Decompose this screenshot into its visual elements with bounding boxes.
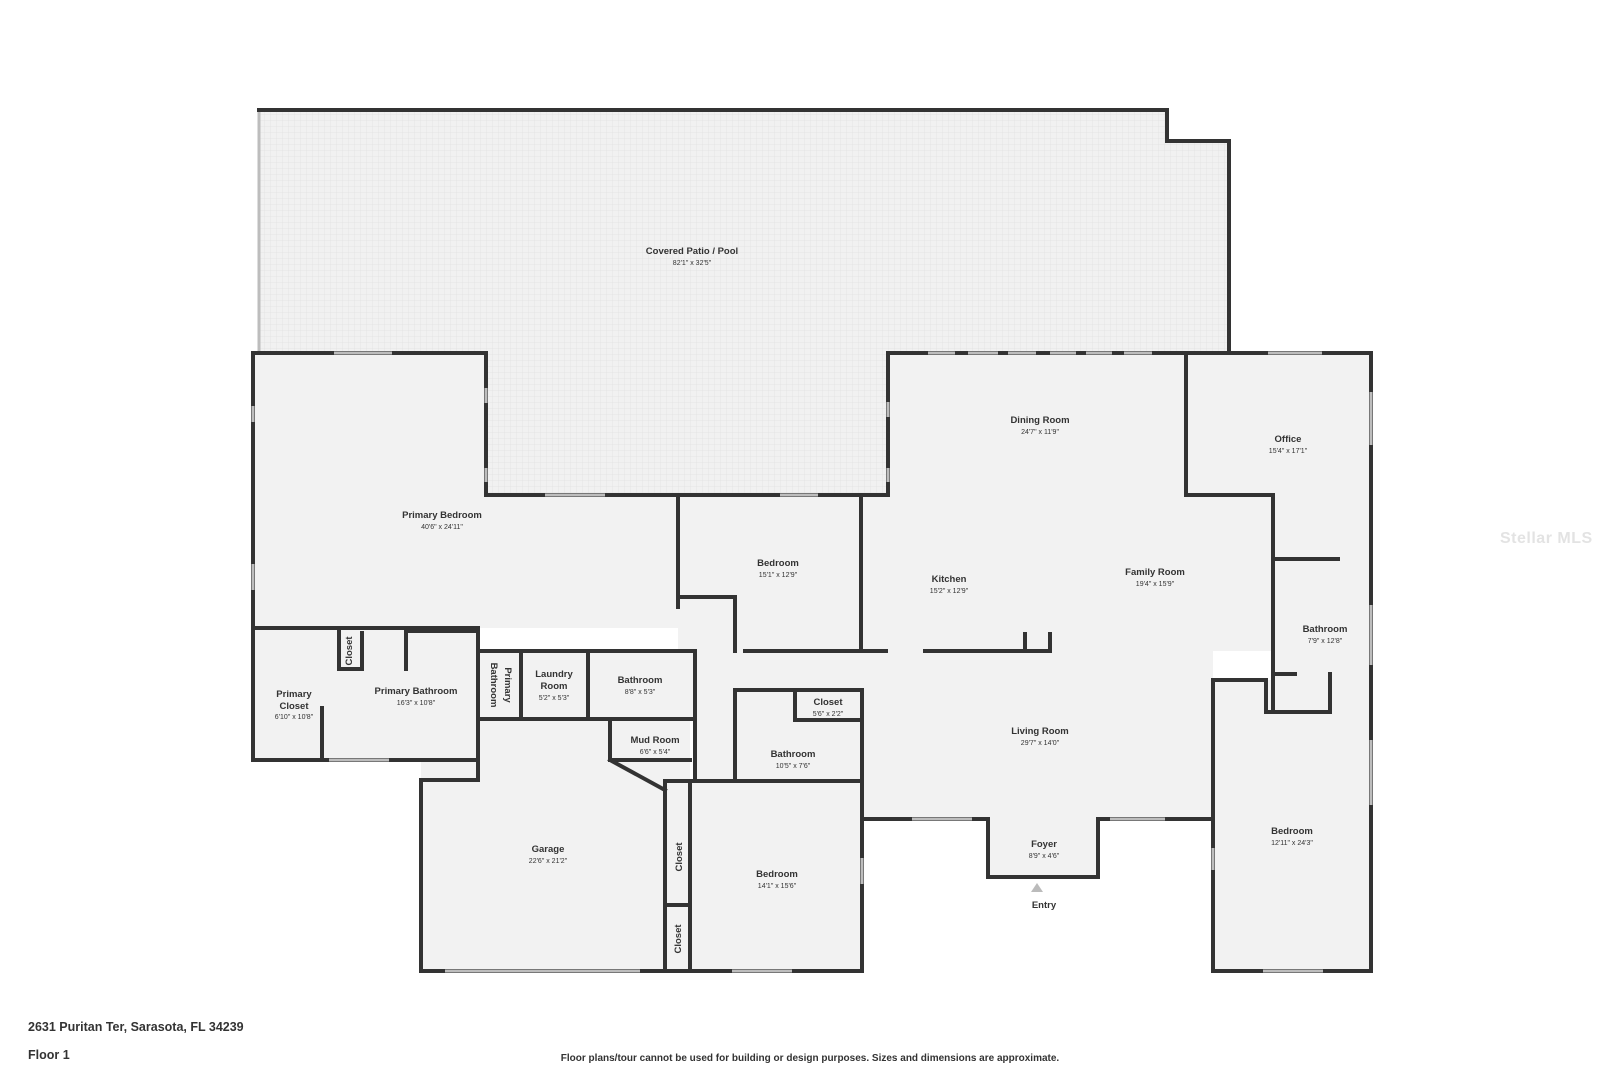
primary-bath-vertical-1: Primary (502, 667, 513, 703)
bedroom-4-dim: 12'11" x 24'3" (1271, 840, 1313, 847)
kitchen-dim: 15'2" x 12'9" (930, 588, 969, 595)
living-room-dim: 29'7" x 14'0" (1021, 740, 1060, 747)
bedroom-2-dim: 15'1" x 12'9" (759, 572, 798, 579)
primary-closet-name-2: Closet (279, 701, 309, 712)
bathroom-center-name: Bathroom (771, 749, 816, 760)
foyer-dim: 8'9" x 4'6" (1029, 853, 1060, 860)
garage-dim: 22'6" x 21'2" (529, 858, 568, 865)
office-dim: 15'4" x 17'1" (1269, 448, 1308, 455)
room-labels: Covered Patio / Pool 82'1" x 32'5" Prima… (275, 246, 1348, 954)
bedroom-2-name: Bedroom (757, 558, 799, 569)
bedroom-3-dim: 14'1" x 15'6" (758, 883, 797, 890)
entry-arrow-icon (1031, 883, 1043, 892)
bathroom-east-name: Bathroom (1303, 624, 1348, 635)
dining-room-dim: 24'7" x 11'9" (1021, 429, 1059, 436)
patio-name: Covered Patio / Pool (646, 246, 738, 257)
bedroom-3-name: Bedroom (756, 869, 798, 880)
property-address: 2631 Puritan Ter, Sarasota, FL 34239 (28, 1020, 244, 1034)
kitchen-name: Kitchen (932, 574, 967, 585)
closet-garage-2-name: Closet (673, 924, 684, 954)
dining-room-name: Dining Room (1010, 415, 1069, 426)
bathroom-mid-name: Bathroom (618, 675, 663, 686)
closet-garage-1-name: Closet (674, 842, 685, 872)
primary-bath-vertical-2: Bathroom (488, 663, 499, 708)
bathroom-center-dim: 10'5" x 7'6" (776, 763, 811, 770)
mud-room-dim: 6'6" x 5'4" (640, 749, 671, 756)
bathroom-east-dim: 7'9" x 12'8" (1308, 638, 1343, 645)
primary-bathroom-name: Primary Bathroom (375, 686, 458, 697)
entry-label: Entry (1032, 900, 1057, 911)
bedroom-4-name: Bedroom (1271, 826, 1313, 837)
bathroom-mid-dim: 8'8" x 5'3" (625, 689, 656, 696)
mud-room-name: Mud Room (630, 735, 679, 746)
living-room-name: Living Room (1011, 726, 1069, 737)
floor-label: Floor 1 (28, 1048, 70, 1062)
garage-name: Garage (532, 844, 565, 855)
closet-mid-name: Closet (813, 697, 843, 708)
primary-bedroom-dim: 40'6" x 24'11" (421, 524, 463, 531)
laundry-name-2: Room (541, 681, 568, 692)
patio-area (259, 110, 1229, 495)
laundry-name-1: Laundry (535, 669, 573, 680)
closet-mid-dim: 5'6" x 2'2" (813, 711, 844, 718)
family-room-dim: 19'4" x 15'9" (1136, 581, 1175, 588)
watermark: Stellar MLS (1500, 530, 1593, 547)
windows (251, 351, 1373, 973)
primary-bedroom-name: Primary Bedroom (402, 510, 482, 521)
closet-small-name: Closet (344, 636, 355, 666)
disclaimer: Floor plans/tour cannot be used for buil… (560, 1053, 1060, 1064)
primary-closet-name-1: Primary (276, 689, 312, 700)
office-name: Office (1275, 434, 1302, 445)
foyer-name: Foyer (1031, 839, 1057, 850)
room-fills (253, 353, 1371, 971)
patio-outline (257, 108, 1231, 353)
primary-bathroom-dim: 16'3" x 10'8" (397, 700, 436, 707)
primary-closet-dim: 6'10" x 10'8" (275, 714, 314, 721)
family-room-name: Family Room (1125, 567, 1185, 578)
patio-dim: 82'1" x 32'5" (673, 260, 712, 267)
laundry-dim: 5'2" x 5'3" (539, 695, 570, 702)
